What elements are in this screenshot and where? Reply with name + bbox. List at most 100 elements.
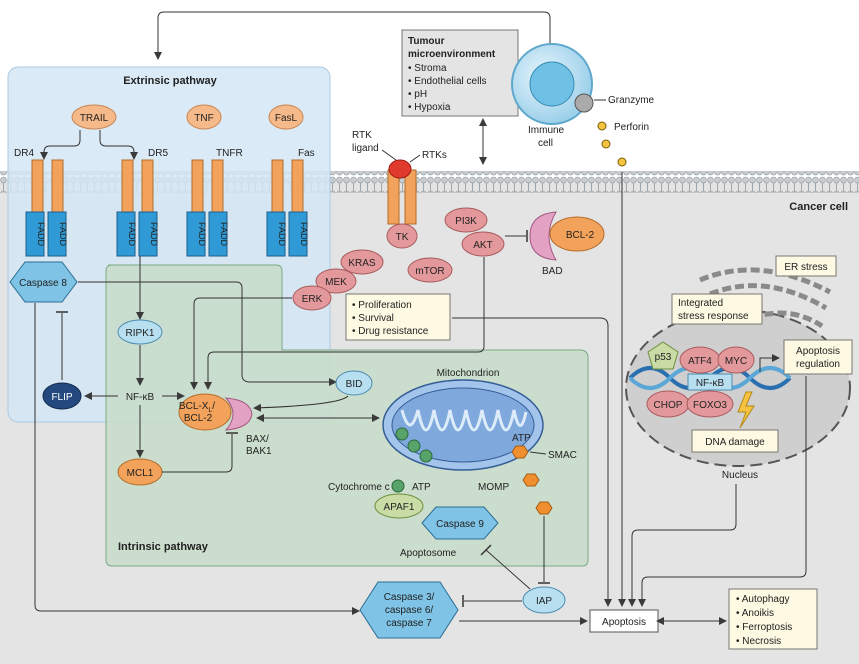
tme-item-3: • pH bbox=[408, 89, 427, 100]
trail-dr4-arrow bbox=[40, 130, 81, 160]
trail-ligand: TRAIL bbox=[71, 104, 117, 130]
flip: FLIP bbox=[42, 382, 82, 410]
svg-text:IAP: IAP bbox=[536, 596, 552, 607]
fasl-ligand: FasL bbox=[268, 104, 304, 130]
immune-cell-label-1: Immune bbox=[528, 125, 565, 136]
svg-text:RIPK1: RIPK1 bbox=[126, 328, 155, 339]
tnf-ligand: TNF bbox=[186, 104, 222, 130]
bcl2-top: BCL-2 bbox=[549, 216, 605, 252]
nfkb-label: NF-κB bbox=[126, 392, 155, 403]
nucleus-apoptosis-arrow bbox=[628, 484, 737, 607]
myc: MYC bbox=[717, 346, 755, 374]
chop: CHOP bbox=[646, 390, 690, 418]
svg-text:DNA damage: DNA damage bbox=[705, 437, 765, 448]
svg-text:TNF: TNF bbox=[194, 113, 213, 124]
tk: TK bbox=[386, 223, 418, 249]
apoptosis-regulation-box: Apoptosis regulation bbox=[783, 339, 853, 375]
svg-text:FADD: FADD bbox=[299, 222, 309, 247]
fadd-fas-left: FADD bbox=[266, 211, 287, 257]
svg-text:BCL-2: BCL-2 bbox=[184, 413, 213, 424]
svg-text:mTOR: mTOR bbox=[415, 266, 444, 277]
tme-item-4: • Hypoxia bbox=[408, 102, 451, 113]
svg-text:FADD: FADD bbox=[36, 222, 46, 247]
perforin-label: Perforin bbox=[614, 122, 649, 133]
tme-item-1: • Stroma bbox=[408, 63, 447, 74]
fadd-dr5-left: FADD bbox=[116, 211, 137, 257]
foxo3: FOXO3 bbox=[686, 390, 734, 418]
rtks-leader bbox=[409, 154, 421, 163]
bad-label: BAD bbox=[542, 266, 563, 277]
nucleus-label: Nucleus bbox=[722, 470, 758, 481]
svg-text:FADD: FADD bbox=[149, 222, 159, 247]
bid-bcl-arrow bbox=[253, 395, 349, 412]
apoptosome-label: Apoptosome bbox=[400, 548, 457, 559]
svg-text:PI3K: PI3K bbox=[455, 216, 477, 227]
svg-text:Tumour: Tumour bbox=[408, 36, 445, 47]
bax-bak1 bbox=[224, 397, 253, 431]
atf4: ATF4 bbox=[679, 346, 721, 374]
svg-text:stress response: stress response bbox=[678, 311, 749, 322]
death-item-1: • Autophagy bbox=[736, 594, 790, 605]
fadd-dr4-right: FADD bbox=[47, 211, 68, 257]
rtk-ligand-label-1: RTK bbox=[352, 130, 372, 141]
svg-text:ERK: ERK bbox=[302, 294, 323, 305]
kras: KRAS bbox=[340, 249, 384, 275]
apoptosis-box: Apoptosis bbox=[589, 609, 659, 633]
fadd-dr4-left: FADD bbox=[25, 211, 46, 257]
cytochrome-dot-3 bbox=[419, 449, 433, 463]
immune-extrinsic-arrow bbox=[154, 11, 551, 60]
nucleus-apoptosis-reg-arrow bbox=[759, 354, 780, 372]
caspase-3-6-7: Caspase 3/ caspase 6/ caspase 7 bbox=[359, 581, 459, 639]
momp-label: MOMP bbox=[478, 482, 509, 493]
bak1-label: BAK1 bbox=[246, 446, 272, 457]
svg-text:TRAIL: TRAIL bbox=[80, 113, 109, 124]
death-item-4: • Necrosis bbox=[736, 636, 781, 647]
akt: AKT bbox=[461, 231, 505, 257]
mitochondrion-label: Mitochondrion bbox=[437, 368, 500, 379]
svg-text:CHOP: CHOP bbox=[654, 400, 683, 411]
outcome-item-2: • Survival bbox=[352, 313, 394, 324]
svg-text:MYC: MYC bbox=[725, 356, 747, 367]
svg-text:MEK: MEK bbox=[325, 277, 347, 288]
svg-text:Integrated: Integrated bbox=[678, 298, 723, 309]
smac-hexagon-mito bbox=[511, 445, 529, 459]
trail-dr5-arrow bbox=[99, 130, 138, 160]
caspase8-bid-arrow bbox=[78, 281, 337, 386]
tnfr-label: TNFR bbox=[216, 148, 243, 159]
rtk-receptor bbox=[387, 159, 417, 225]
perforin-dot-3 bbox=[617, 157, 627, 167]
svg-text:FADD: FADD bbox=[219, 222, 229, 247]
dna-damage-box: DNA damage bbox=[691, 429, 779, 453]
svg-text:KRAS: KRAS bbox=[348, 258, 376, 269]
svg-text:p53: p53 bbox=[655, 352, 672, 363]
outcome-item-1: • Proliferation bbox=[352, 300, 412, 311]
svg-text:MCL1: MCL1 bbox=[127, 468, 154, 479]
outcome-apoptosis-arrow bbox=[452, 317, 612, 607]
svg-text:APAF1: APAF1 bbox=[384, 502, 415, 513]
immune-cell-label-2: cell bbox=[538, 138, 553, 149]
cytochrome-c-label: Cytochrome c bbox=[328, 482, 390, 493]
svg-text:regulation: regulation bbox=[796, 359, 840, 370]
lightning-icon bbox=[737, 391, 755, 429]
svg-text:NF-κB: NF-κB bbox=[696, 378, 725, 389]
integrated-stress-response-box: Integrated stress response bbox=[671, 293, 763, 325]
fadd-fas-right: FADD bbox=[288, 211, 309, 257]
erk-bcl-arrow bbox=[190, 297, 292, 390]
svg-text:FADD: FADD bbox=[197, 222, 207, 247]
svg-text:Apoptosis: Apoptosis bbox=[602, 617, 646, 628]
atp-label-cyt: ATP bbox=[412, 482, 431, 493]
bad bbox=[529, 211, 557, 261]
tumour-microenvironment-box: Tumour microenvironment • Stroma • Endot… bbox=[401, 29, 519, 117]
perforin-dot-2 bbox=[601, 139, 611, 149]
caspase8-caspase3-arrow bbox=[34, 604, 360, 615]
svg-text:BID: BID bbox=[346, 379, 363, 390]
mcl1-bax-inhibit-line bbox=[162, 434, 233, 473]
svg-text:Caspase 8: Caspase 8 bbox=[19, 278, 67, 289]
rtk-ligand-leader bbox=[381, 149, 397, 161]
ripk1: RIPK1 bbox=[117, 319, 163, 345]
svg-text:Apoptosis: Apoptosis bbox=[796, 346, 840, 357]
mitochondrion bbox=[382, 379, 544, 471]
erk: ERK bbox=[292, 285, 332, 311]
rtk-ligand-label-2: ligand bbox=[352, 143, 379, 154]
dr4-label: DR4 bbox=[14, 148, 34, 159]
